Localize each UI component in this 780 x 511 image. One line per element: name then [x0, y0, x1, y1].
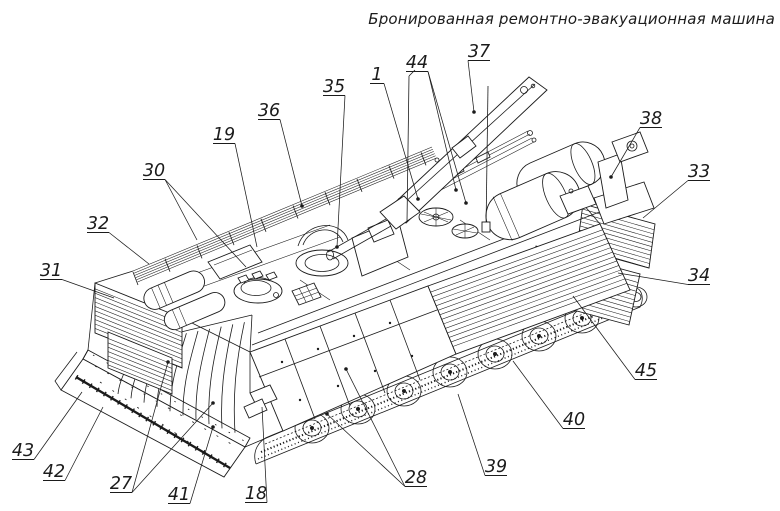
callout-44: 44 — [406, 53, 428, 73]
callout-42: 42 — [43, 462, 65, 482]
callout-40: 40 — [563, 410, 585, 430]
callout-labels: 1 18 19 27 28 30 31 32 33 34 35 36 37 38 39 40 41 42 43 44 4… — [12, 42, 710, 505]
rear-crane-support — [559, 131, 655, 225]
callout-43: 43 — [12, 441, 34, 461]
commander-cupola — [233, 270, 283, 304]
callout-41: 41 — [168, 485, 190, 505]
side-skirt-era-panels — [249, 285, 457, 432]
callout-28: 28 — [405, 468, 427, 488]
engine-deck-covers — [418, 207, 479, 239]
callout-36: 36 — [258, 101, 280, 121]
callout-18: 18 — [245, 484, 267, 504]
roof-slat-rail — [132, 146, 437, 286]
front-slat-armor — [87, 270, 251, 395]
callout-33: 33 — [688, 162, 710, 182]
crane-pedestal — [326, 204, 419, 277]
front-mudguard — [243, 352, 278, 419]
drawing-title: Бронированная ремонтно-эвакуационная маш… — [368, 10, 775, 28]
callout-1: 1 — [371, 65, 382, 85]
callout-45: 45 — [635, 361, 657, 381]
callout-27: 27 — [110, 474, 132, 494]
callout-31: 31 — [40, 261, 62, 281]
callout-37: 37 — [468, 42, 490, 62]
fuel-drums — [485, 141, 606, 241]
stowed-cable-reels — [143, 244, 263, 331]
callout-34: 34 — [688, 266, 710, 286]
side-skirt-slat-armor — [427, 223, 631, 355]
crane-boom — [379, 76, 548, 230]
callout-30: 30 — [143, 161, 165, 181]
callout-19: 19 — [213, 125, 235, 145]
callout-32: 32 — [87, 214, 109, 234]
vehicle-art — [54, 69, 656, 478]
crane-turret-ring — [291, 225, 349, 306]
callout-38: 38 — [640, 109, 662, 129]
antennas — [406, 69, 491, 233]
callout-39: 39 — [485, 457, 507, 477]
callout-35: 35 — [323, 77, 345, 97]
